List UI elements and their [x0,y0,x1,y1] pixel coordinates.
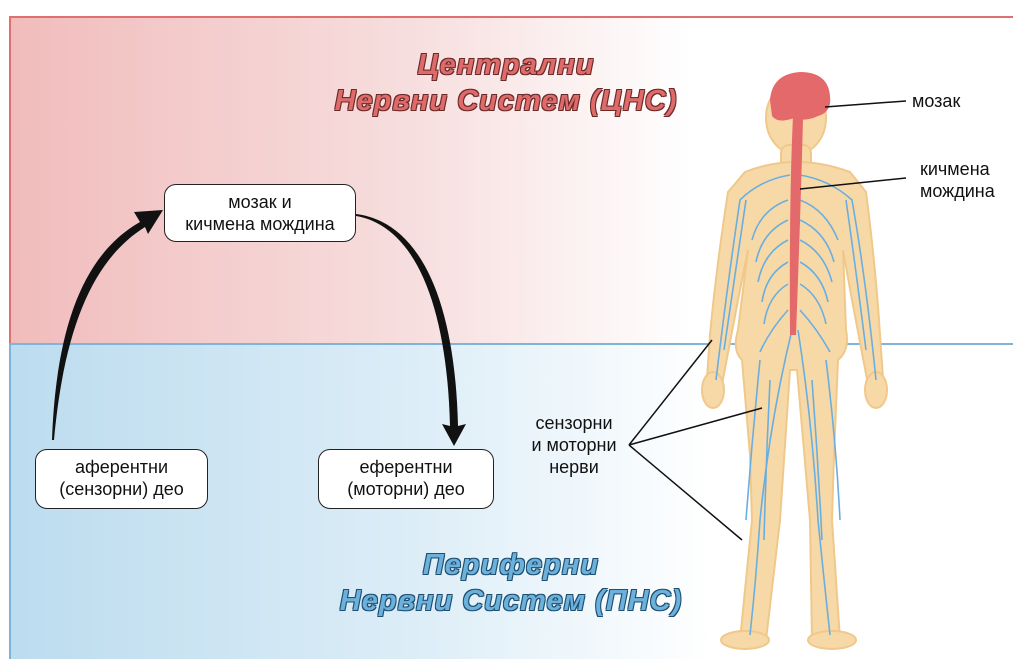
brain-spinal-box-line1: мозак и [165,191,355,213]
spinal-cord-label-line1: кичмена [920,158,995,180]
nerve-pointer-line-arm [629,340,712,445]
brain-spinal-box-line2: кичмена мождина [165,213,355,235]
nerves-label-line1: сензорни [516,412,632,434]
brain-spinal-cord-box: мозак и кичмена мождина [164,184,356,242]
afferent-arrow [52,210,163,440]
nerves-label-line3: нерви [516,456,632,478]
efferent-arrow [356,214,466,446]
spinal-cord-label: кичмена мождина [920,158,995,202]
afferent-box-line1: аферентни [36,456,207,478]
efferent-box-line1: еферентни [319,456,493,478]
nerves-label: сензорни и моторни нерви [516,412,632,478]
nerve-pointer-line-leg [629,445,742,540]
brain-shape [770,72,830,121]
human-body-illustration [702,72,887,649]
efferent-box: еферентни (моторни) део [318,449,494,509]
afferent-box-line2: (сензорни) део [36,478,207,500]
nerve-pointer-line-thigh [629,408,762,445]
nerves-label-line2: и моторни [516,434,632,456]
brain-label: мозак [912,90,960,112]
spinal-cord-label-line2: мождина [920,180,995,202]
brain-pointer-line [825,101,906,107]
afferent-box: аферентни (сензорни) део [35,449,208,509]
efferent-box-line2: (моторни) део [319,478,493,500]
